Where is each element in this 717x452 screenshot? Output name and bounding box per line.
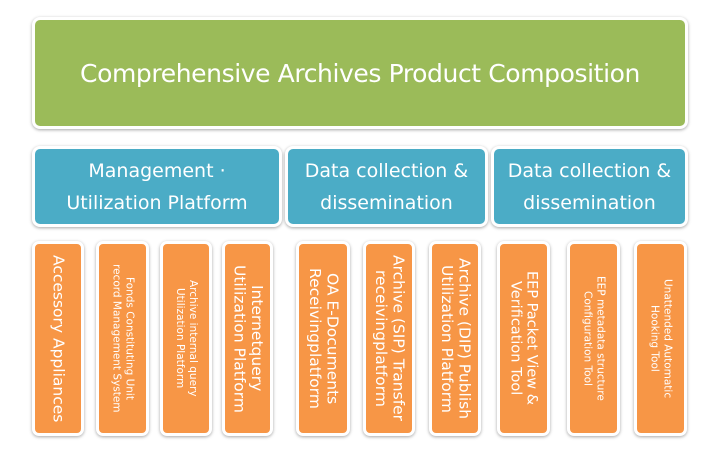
item-label: Internetquery Utilization Platform xyxy=(230,264,266,413)
root-node: Comprehensive Archives Product Compositi… xyxy=(32,17,688,129)
category-label: Data collection & dissemination xyxy=(507,159,672,214)
item-oa-e-documents: OA E-Documents Receivingplatform xyxy=(296,241,350,436)
category-label: Data collection & dissemination xyxy=(304,159,469,214)
item-label: EEP Packet View & Verification Tool xyxy=(507,271,540,406)
item-eep-metadata-config: EEP metadata structure Configuration Too… xyxy=(567,241,620,436)
item-archive-sip-transfer: Archive (SIP) Transfer receivingplatform xyxy=(363,241,415,436)
item-label: Unattended Automatic Hooking Tool xyxy=(648,278,674,399)
category-data-collection-2: Data collection & dissemination xyxy=(491,146,688,227)
category-data-collection-1: Data collection & dissemination xyxy=(285,146,488,227)
item-archive-dip-publish: Archive (DIP) Publish Utilization Platfo… xyxy=(429,241,481,436)
category-label: Management · Utilization Platform xyxy=(66,159,248,214)
item-label: Fonds Constituting Unit record Managemen… xyxy=(110,264,136,413)
item-label: OA E-Documents Receivingplatform xyxy=(306,268,342,409)
item-eep-packet-view: EEP Packet View & Verification Tool xyxy=(497,241,550,436)
item-archive-internal-query: Archive internal query Utilization Platf… xyxy=(160,241,212,436)
item-label: Archive (DIP) Publish Utilization Platfo… xyxy=(438,257,474,420)
item-fonds-record-management: Fonds Constituting Unit record Managemen… xyxy=(96,241,149,436)
category-management-utilization: Management · Utilization Platform xyxy=(32,146,282,227)
item-label: Archive (SIP) Transfer receivingplatform xyxy=(372,255,408,422)
root-title: Comprehensive Archives Product Compositi… xyxy=(80,58,640,88)
item-unattended-hooking: Unattended Automatic Hooking Tool xyxy=(634,241,687,436)
item-label: EEP metadata structure Configuration Too… xyxy=(581,276,607,401)
item-internet-query: Internetquery Utilization Platform xyxy=(222,241,273,436)
item-label: Accessory Appliances xyxy=(49,254,68,423)
item-accessory-appliances: Accessory Appliances xyxy=(32,241,84,436)
item-label: Archive internal query Utilization Platf… xyxy=(174,280,200,397)
